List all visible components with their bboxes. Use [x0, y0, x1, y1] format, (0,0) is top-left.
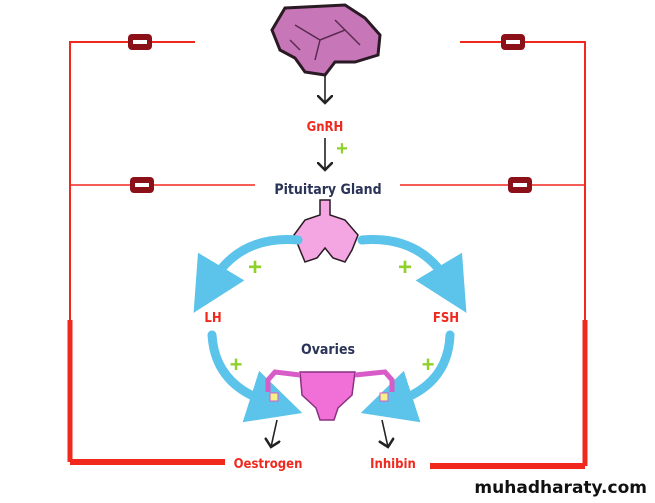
minus-icon [508, 177, 532, 193]
inhibition-minus-icons [128, 34, 532, 193]
pituitary-gland-icon [293, 199, 359, 263]
lh-label: LH [204, 311, 221, 326]
plus-icon: + [422, 352, 435, 377]
fsh-label: FSH [433, 311, 459, 326]
plus-icon: + [336, 138, 348, 160]
arrow-down-icon [271, 419, 277, 447]
minus-icon [128, 34, 152, 50]
brain-hypothalamus-icon [270, 3, 382, 77]
plus-icon: + [230, 352, 243, 377]
watermark: muhadharaty.com [474, 478, 647, 498]
inhibin-label: Inhibin [370, 457, 416, 472]
gnrh-label: GnRH [307, 120, 344, 135]
plus-icon: + [248, 254, 262, 281]
minus-icon [501, 34, 525, 50]
ovaries-label: Ovaries [301, 342, 355, 358]
arrow-down-icon [382, 419, 388, 447]
uterus-ovaries-icon [265, 369, 395, 421]
stimulation-arrows [193, 235, 467, 423]
plus-icon: + [398, 254, 412, 281]
pituitary-gland-label: Pituitary Gland [274, 182, 381, 198]
oestrogen-label: Oestrogen [234, 457, 303, 472]
minus-icon [130, 177, 154, 193]
